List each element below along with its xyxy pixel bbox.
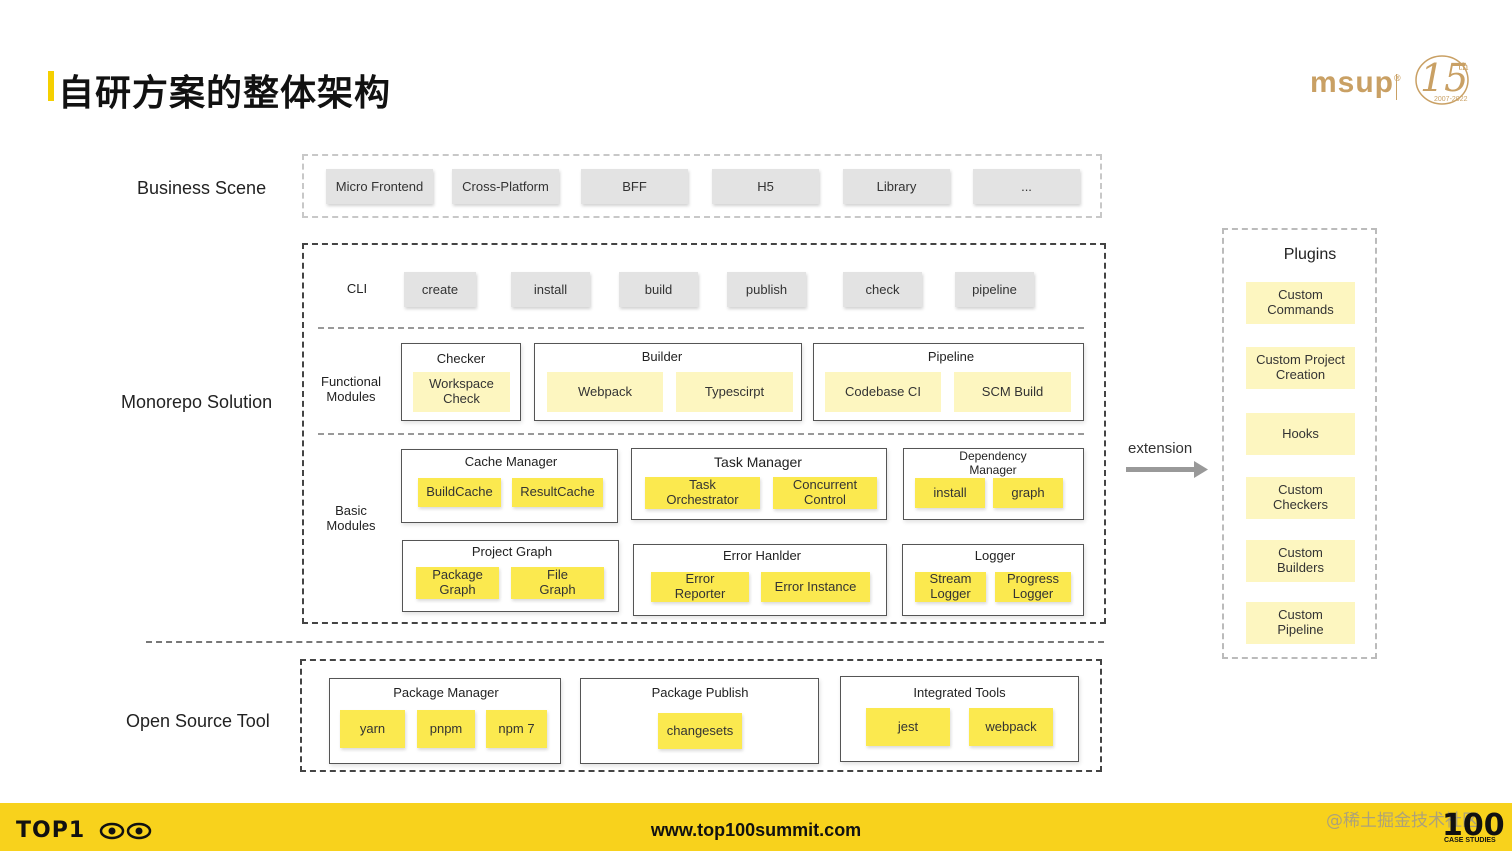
cli-item: install	[511, 272, 590, 307]
case-studies-label: CASE STUDIES	[1444, 837, 1496, 844]
package-publish-title: Package Publish	[651, 685, 749, 700]
builder-title: Builder	[641, 349, 683, 364]
business-item: Micro Frontend	[326, 169, 433, 204]
title-accent-bar	[48, 71, 54, 101]
plugin-item: Custom Pipeline	[1246, 602, 1355, 644]
row-label-open-source: Open Source Tool	[126, 711, 270, 731]
page-title: 自研方案的整体架构	[58, 73, 392, 114]
business-item: H5	[712, 169, 819, 204]
dependency-item: install	[915, 478, 985, 508]
extension-arrow-icon	[1126, 461, 1208, 478]
package-manager-item: yarn	[340, 710, 405, 748]
package-manager-item: pnpm	[417, 710, 475, 748]
package-publish-item: changesets	[658, 713, 742, 749]
logger-title: Logger	[974, 548, 1016, 563]
plugin-item: Custom Checkers	[1246, 477, 1355, 519]
footer-bar	[0, 803, 1512, 851]
badge-number: 15	[1420, 56, 1469, 100]
msup-logo-reg: ®	[1394, 73, 1402, 83]
case-studies-logo: 100	[1442, 808, 1505, 843]
pipeline-item: Codebase CI	[825, 372, 941, 412]
msup-logo: msup®	[1310, 66, 1402, 100]
package-manager-title: Package Manager	[393, 685, 499, 700]
package-manager-item: npm 7	[486, 710, 547, 748]
cache-manager-title: Cache Manager	[464, 454, 558, 469]
business-item: BFF	[581, 169, 688, 204]
cli-item: publish	[727, 272, 806, 307]
plugin-item: Custom Builders	[1246, 540, 1355, 582]
dependency-manager-title: Dependency Manager	[959, 449, 1027, 477]
task-manager-title: Task Manager	[714, 454, 802, 470]
cli-label: CLI	[346, 281, 368, 296]
section-divider	[318, 327, 1084, 329]
cli-item: create	[404, 272, 476, 307]
badge-suffix: th	[1458, 62, 1469, 73]
plugins-frame	[1222, 228, 1377, 659]
checker-item: Workspace Check	[413, 372, 510, 412]
error-item: Error Instance	[761, 572, 870, 602]
pipeline-title: Pipeline	[927, 349, 975, 364]
builder-item: Webpack	[547, 372, 663, 412]
basic-modules-label: Basic Modules	[326, 503, 376, 533]
cache-item: BuildCache	[418, 478, 501, 507]
error-handler-title: Error Hanlder	[722, 548, 802, 563]
plugin-item: Custom Commands	[1246, 282, 1355, 324]
task-item: Task Orchestrator	[645, 477, 760, 509]
row-label-business: Business Scene	[137, 178, 267, 198]
open-source-frame	[300, 659, 1102, 772]
plugin-item: Custom Project Creation	[1246, 347, 1355, 389]
checker-title: Checker	[436, 351, 486, 366]
plugins-title: Plugins	[1283, 246, 1337, 263]
business-scene-frame	[302, 154, 1102, 218]
plugin-item: Hooks	[1246, 413, 1355, 455]
builder-item: Typescirpt	[676, 372, 793, 412]
msup-logo-text: msup	[1310, 66, 1395, 99]
business-item: Library	[843, 169, 950, 204]
logger-item: Progress Logger	[995, 571, 1071, 602]
cache-item: ResultCache	[512, 478, 603, 507]
logo-separator	[1396, 74, 1397, 100]
cli-item: pipeline	[955, 272, 1034, 307]
dependency-item: graph	[993, 478, 1063, 508]
section-divider	[318, 433, 1084, 435]
project-graph-item: Package Graph	[416, 567, 499, 599]
row-label-monorepo: Monorepo Solution	[121, 392, 273, 412]
error-item: Error Reporter	[651, 571, 749, 602]
top100-eyes-icon	[99, 822, 152, 840]
project-graph-item: File Graph	[511, 567, 604, 599]
layer-divider	[146, 641, 1104, 643]
extension-label: extension	[1128, 440, 1193, 457]
pipeline-item: SCM Build	[954, 372, 1071, 412]
logger-item: Stream Logger	[915, 571, 986, 602]
integrated-tools-item: jest	[866, 708, 950, 746]
badge-years: 2007-2022	[1434, 96, 1468, 103]
cli-item: check	[843, 272, 922, 307]
project-graph-title: Project Graph	[471, 544, 553, 559]
business-item: Cross-Platform	[452, 169, 559, 204]
footer-url: www.top100summit.com	[650, 820, 862, 840]
task-item: Concurrent Control	[773, 477, 877, 509]
integrated-tools-title: Integrated Tools	[913, 685, 1006, 700]
cli-item: build	[619, 272, 698, 307]
anniversary-badge-icon	[1415, 55, 1469, 105]
monorepo-frame	[302, 243, 1106, 624]
integrated-tools-item: webpack	[969, 708, 1053, 746]
functional-modules-label: Functional Modules	[321, 374, 381, 404]
business-item: ...	[973, 169, 1080, 204]
top100-logo: TOP1	[16, 818, 86, 843]
watermark: @稀土掘金技术社区	[1326, 811, 1479, 831]
